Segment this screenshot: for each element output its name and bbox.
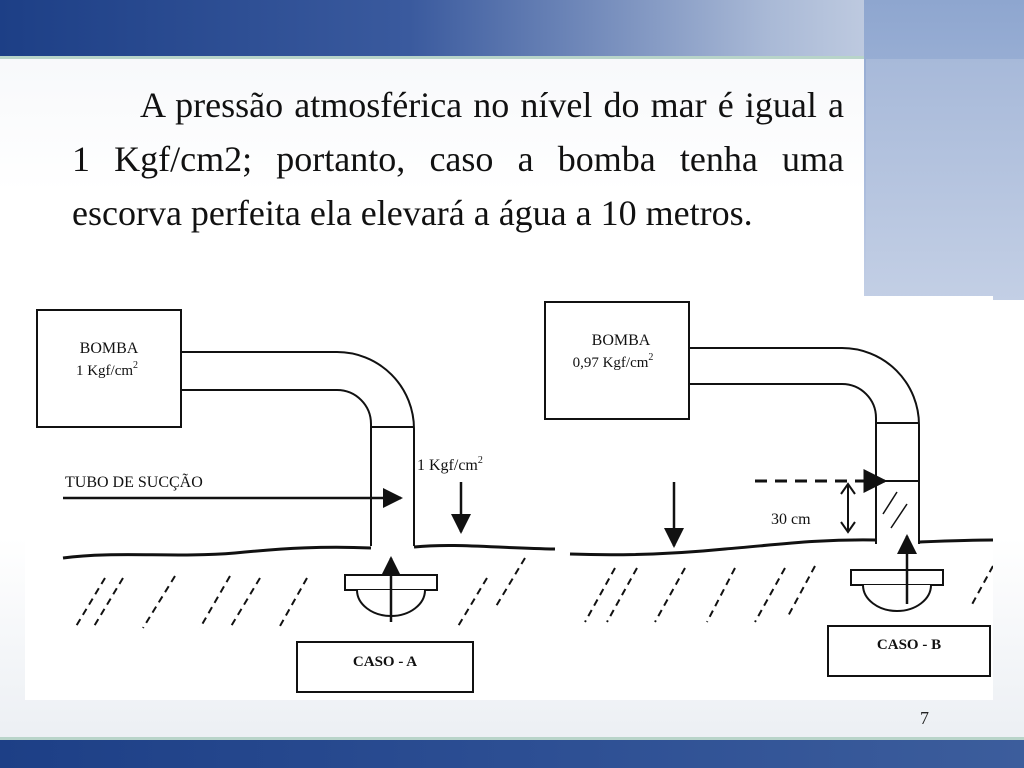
slide-paragraph: A pressão atmosférica no nível do mar é … [72, 85, 844, 233]
case-b-pump-pressure-exp: 2 [648, 352, 653, 363]
pump-diagram: BOMBA 1 Kgf/cm2 TUBO DE SUCÇÃO 1 Kgf/cm2 [25, 296, 994, 700]
bottom-banner [0, 740, 1024, 768]
case-b-height-label: 30 cm [771, 511, 811, 528]
case-a-water-line [62, 543, 556, 560]
pump-diagram-svg: BOMBA 1 Kgf/cm2 TUBO DE SUCÇÃO 1 Kgf/cm2 [36, 301, 994, 693]
case-a-pump-pressure: 1 Kgf/cm2 [76, 360, 138, 379]
case-b-valve-bulb [862, 584, 932, 612]
case-a-pipe-outer [181, 351, 415, 546]
case-a-label: CASO - A [353, 654, 417, 670]
case-b-group: BOMBA 0,97 Kgf/cm2 30 cm [544, 301, 994, 677]
case-b-valve-plate [850, 569, 944, 586]
case-b-pipe-inner [689, 383, 877, 544]
case-b-pipe-outer [689, 347, 920, 544]
case-a-label-box [296, 641, 474, 693]
bottom-divider [0, 737, 1024, 740]
case-a-pump-pressure-base: 1 Kgf/cm [76, 363, 133, 379]
case-a-pump-pressure-exp: 2 [133, 360, 138, 371]
case-a-pump-box [36, 309, 182, 428]
case-a-group: BOMBA 1 Kgf/cm2 TUBO DE SUCÇÃO 1 Kgf/cm2 [36, 309, 556, 693]
case-a-suction-label: TUBO DE SUCÇÃO [65, 473, 203, 491]
case-b-height-arrowheads [840, 482, 856, 534]
case-a-pressure-label: 1 Kgf/cm2 [417, 455, 483, 474]
case-a-pressure-exp: 2 [478, 455, 483, 466]
case-b-label-box [827, 625, 991, 677]
case-b-pump-pressure: 0,97 Kgf/cm2 [573, 352, 654, 371]
case-b-water-hatching [882, 491, 908, 529]
case-a-pump-label: BOMBA [80, 340, 139, 357]
right-decorative-panel-inner [866, 59, 1024, 300]
case-b-water-line [569, 538, 994, 557]
top-banner [0, 0, 1024, 56]
case-a-soil-hatching [74, 557, 526, 629]
case-b-label: CASO - B [877, 637, 941, 653]
case-b-soil-hatching [584, 565, 994, 623]
page-number: 7 [920, 708, 929, 728]
case-a-pipe-inner [181, 389, 372, 546]
top-divider [0, 56, 1024, 59]
case-b-pump-pressure-base: 0,97 Kgf/cm [573, 355, 649, 371]
case-b-pump-label: BOMBA [592, 332, 651, 349]
case-a-pressure-base: 1 Kgf/cm [417, 457, 478, 474]
case-b-pump-box [544, 301, 690, 420]
